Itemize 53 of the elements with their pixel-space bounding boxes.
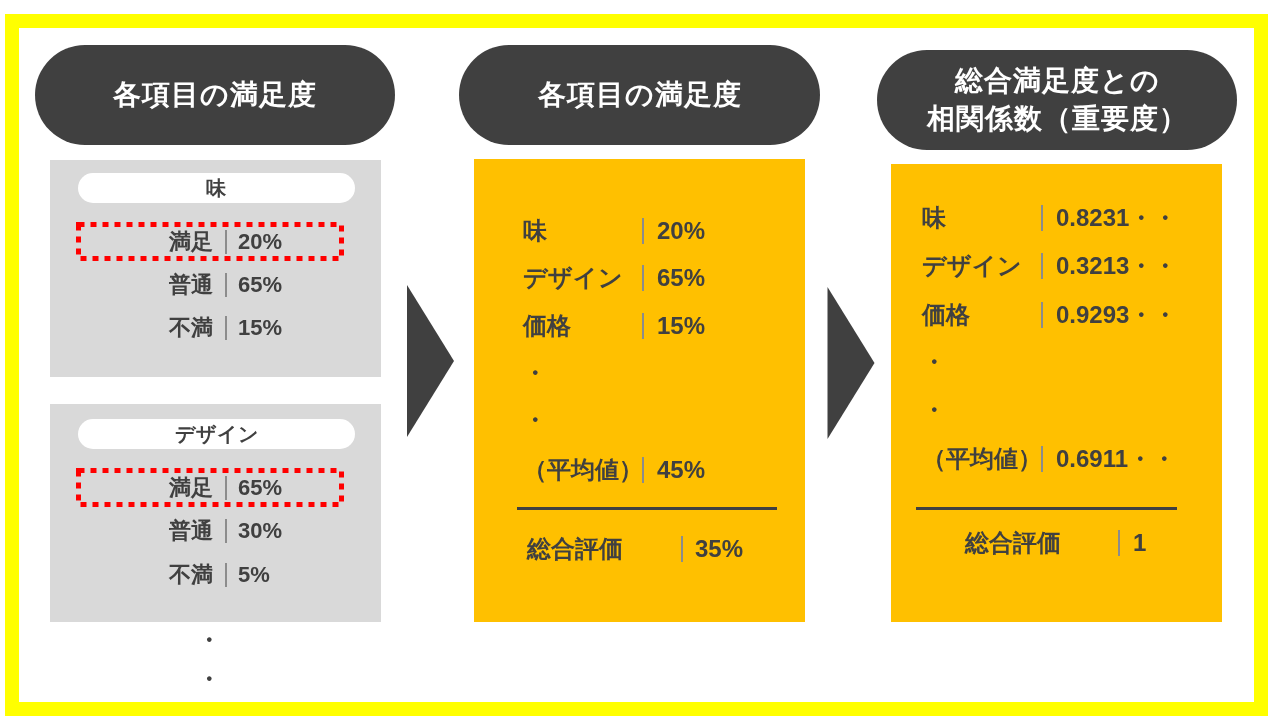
heading-text: 各項目の満足度 (537, 78, 742, 112)
category-title: 味 (206, 176, 227, 201)
continuation-dot: ・ (523, 405, 547, 435)
row-value: 20% (238, 228, 283, 256)
row-label: 総合評価 (965, 528, 1061, 558)
category-pill (78, 173, 355, 203)
row-label: 味 (922, 203, 946, 233)
row-value: 20% (657, 216, 706, 246)
row-value: 30% (238, 517, 283, 545)
category-panel (50, 404, 381, 622)
highlight-box (76, 468, 344, 507)
row-value: 0.6911・・ (1056, 444, 1177, 474)
chevron-arrow (407, 285, 454, 437)
row-value: 15% (238, 314, 283, 342)
row-value: 65% (238, 271, 283, 299)
row-label: 満足 (169, 474, 213, 502)
continuation-dot: ・ (922, 395, 946, 425)
row-label: 不満 (169, 561, 213, 589)
row-label: 満足 (169, 228, 213, 256)
heading-text: 総合満足度との相関係数（重要度） (926, 64, 1188, 136)
row-value: 0.3213・・ (1056, 251, 1178, 281)
row-value: 65% (657, 263, 706, 293)
row-label: 普通 (169, 271, 213, 299)
highlight-box (76, 222, 344, 261)
row-label: （平均値） (523, 455, 643, 485)
row-label: 普通 (169, 517, 213, 545)
category-panel (50, 160, 381, 377)
category-pill (78, 419, 355, 449)
summary-panel (891, 164, 1222, 622)
row-label: 味 (523, 216, 547, 246)
row-label: 価格 (523, 311, 571, 341)
summary-panel (474, 159, 805, 622)
row-value: 15% (657, 311, 706, 341)
row-value: 45% (657, 455, 706, 485)
row-value: 5% (238, 561, 270, 589)
continuation-dot: ・ (197, 664, 221, 694)
row-label: 総合評価 (527, 534, 623, 564)
row-value: 0.9293・・ (1056, 300, 1178, 330)
chevron-arrow (827, 287, 875, 439)
row-label: デザイン (922, 251, 1022, 281)
continuation-dot: ・ (922, 347, 946, 377)
continuation-dot: ・ (197, 625, 221, 655)
continuation-dot: ・ (523, 358, 547, 388)
row-label: 不満 (169, 314, 213, 342)
row-value: 65% (238, 474, 283, 502)
row-value: 1 (1133, 528, 1147, 558)
row-label: （平均値） (922, 444, 1042, 474)
category-title: デザイン (174, 422, 259, 447)
row-label: デザイン (523, 263, 623, 293)
row-label: 価格 (922, 300, 970, 330)
row-value: 35% (695, 534, 744, 564)
row-value: 0.8231・・ (1056, 203, 1178, 233)
heading-text: 各項目の満足度 (113, 78, 317, 112)
